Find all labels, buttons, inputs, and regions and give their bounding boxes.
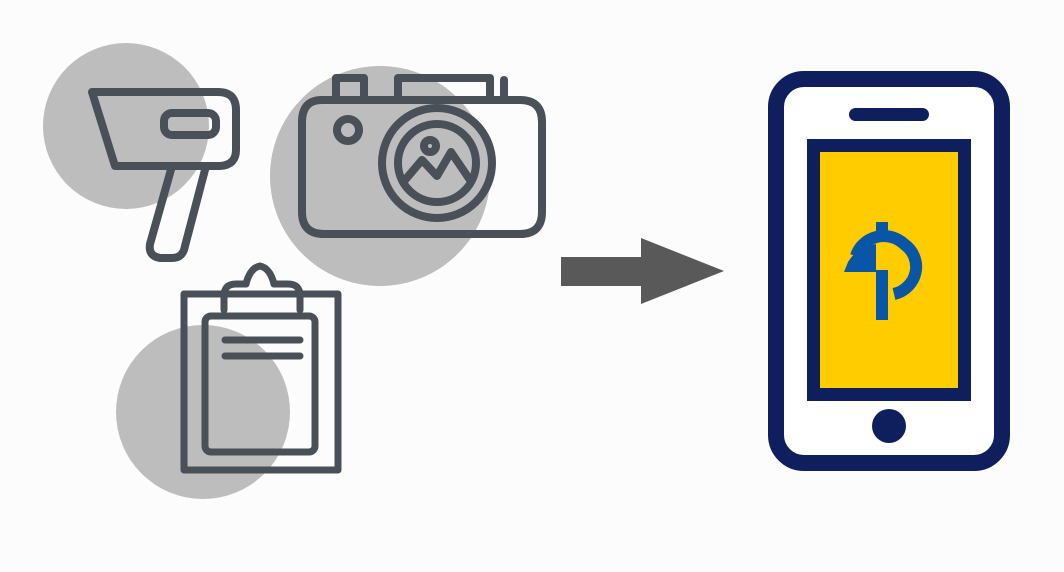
- camera-top-bar: [394, 74, 494, 104]
- camera-icon: [270, 66, 546, 286]
- scanner-head: [88, 88, 240, 170]
- app-logo-stem-top: [876, 222, 888, 234]
- phone-speaker: [849, 108, 929, 121]
- clipboard-paper: [201, 312, 319, 456]
- camera-lens-outer: [378, 104, 496, 222]
- phone-home-button: [872, 409, 906, 443]
- app-logo-bowl: [844, 244, 876, 272]
- clipboard-clip: [220, 262, 304, 314]
- scanner-trigger: [160, 109, 220, 139]
- clipboard-board: [180, 290, 342, 474]
- app-logo-icon: [844, 222, 923, 320]
- smartphone-icon: [768, 71, 1010, 471]
- phone-screen: [820, 152, 958, 388]
- camera-shutter-left: [332, 74, 368, 104]
- right-arrow-shape: [561, 238, 724, 304]
- camera-lens-sun: [420, 136, 440, 156]
- camera-body: [298, 96, 546, 238]
- clipboard-icon: [116, 262, 342, 499]
- app-logo-arc: [850, 230, 923, 300]
- scanner-background-circle: [43, 43, 209, 209]
- scanner-handle: [145, 162, 210, 262]
- app-logo-stem: [876, 270, 888, 320]
- camera-lens-mountains: [401, 148, 474, 184]
- right-arrow-icon: [561, 238, 724, 304]
- camera-viewfinder: [333, 115, 363, 145]
- barcode-scanner-icon: [43, 43, 240, 262]
- camera-lens-inner: [394, 120, 480, 206]
